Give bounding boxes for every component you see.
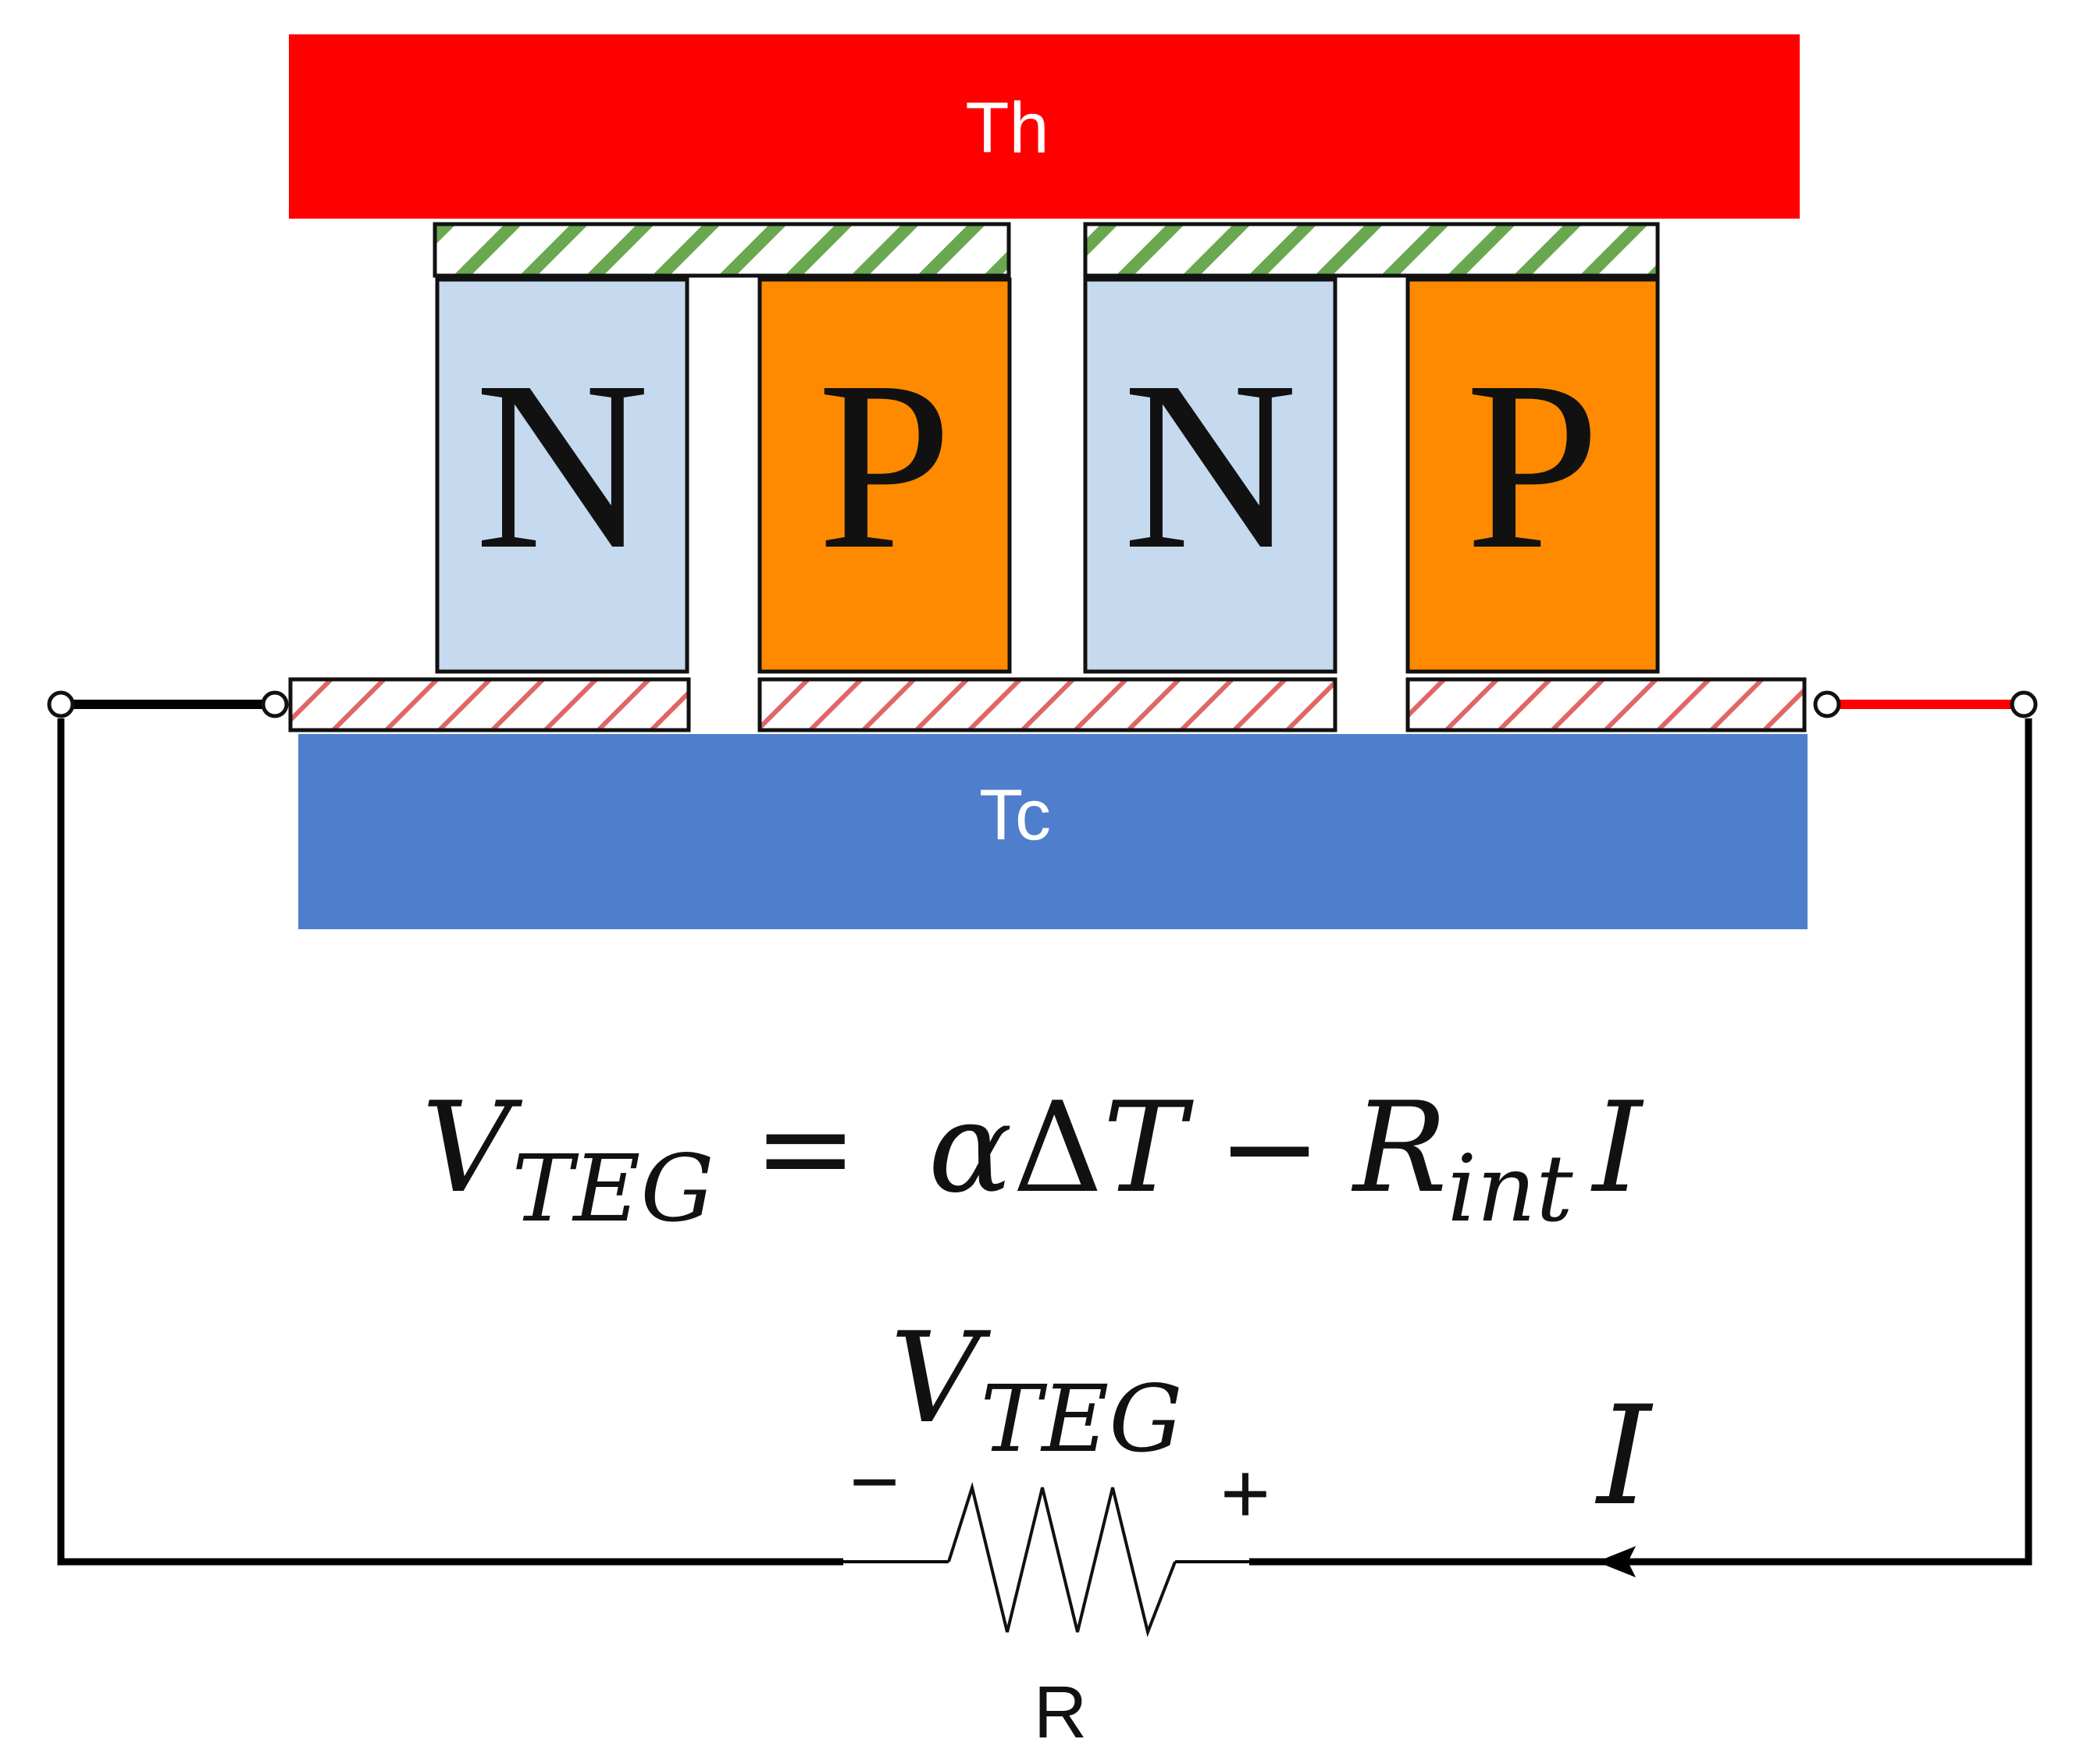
leg-n-2: [1083, 277, 1337, 674]
load-plus-sign: +: [1220, 1445, 1270, 1541]
load-minus-sign: −: [850, 1434, 899, 1530]
current-arrow-icon: [1597, 1546, 1636, 1577]
bottom-electrode-right: [1405, 677, 1807, 732]
circuit-wire-left: [57, 718, 843, 1566]
leg-p-2: [1405, 277, 1660, 674]
leg-n-2-letter: N: [1123, 332, 1298, 600]
hot-plate: [289, 34, 1800, 219]
bottom-electrode-left: [288, 677, 691, 732]
bottom-electrode-middle: [757, 677, 1337, 732]
top-electrode-left: [433, 222, 1011, 278]
top-electrode-right: [1083, 222, 1660, 278]
current-label: I: [1594, 1377, 1653, 1536]
leg-p-1-letter: P: [817, 332, 952, 600]
terminal-right-outer: [2010, 690, 2038, 718]
leg-n-1-letter: N: [475, 332, 650, 600]
terminal-right-inner: [1813, 690, 1841, 718]
cold-plate: [298, 734, 1808, 929]
cold-plate-label: Tc: [979, 775, 1051, 855]
terminal-left-outer: [47, 690, 75, 718]
resistor-label: R: [1034, 1671, 1088, 1754]
resistor-zigzag: [947, 1481, 1177, 1637]
leg-p-1: [757, 277, 1012, 674]
leg-p-2-letter: P: [1466, 332, 1600, 600]
leg-n-1: [435, 277, 689, 674]
circuit-wire-right: [1249, 718, 2032, 1566]
hot-plate-label: Th: [965, 88, 1049, 168]
load-voltage-label: VTEG: [890, 1305, 1183, 1473]
terminal-left-inner: [261, 690, 289, 718]
